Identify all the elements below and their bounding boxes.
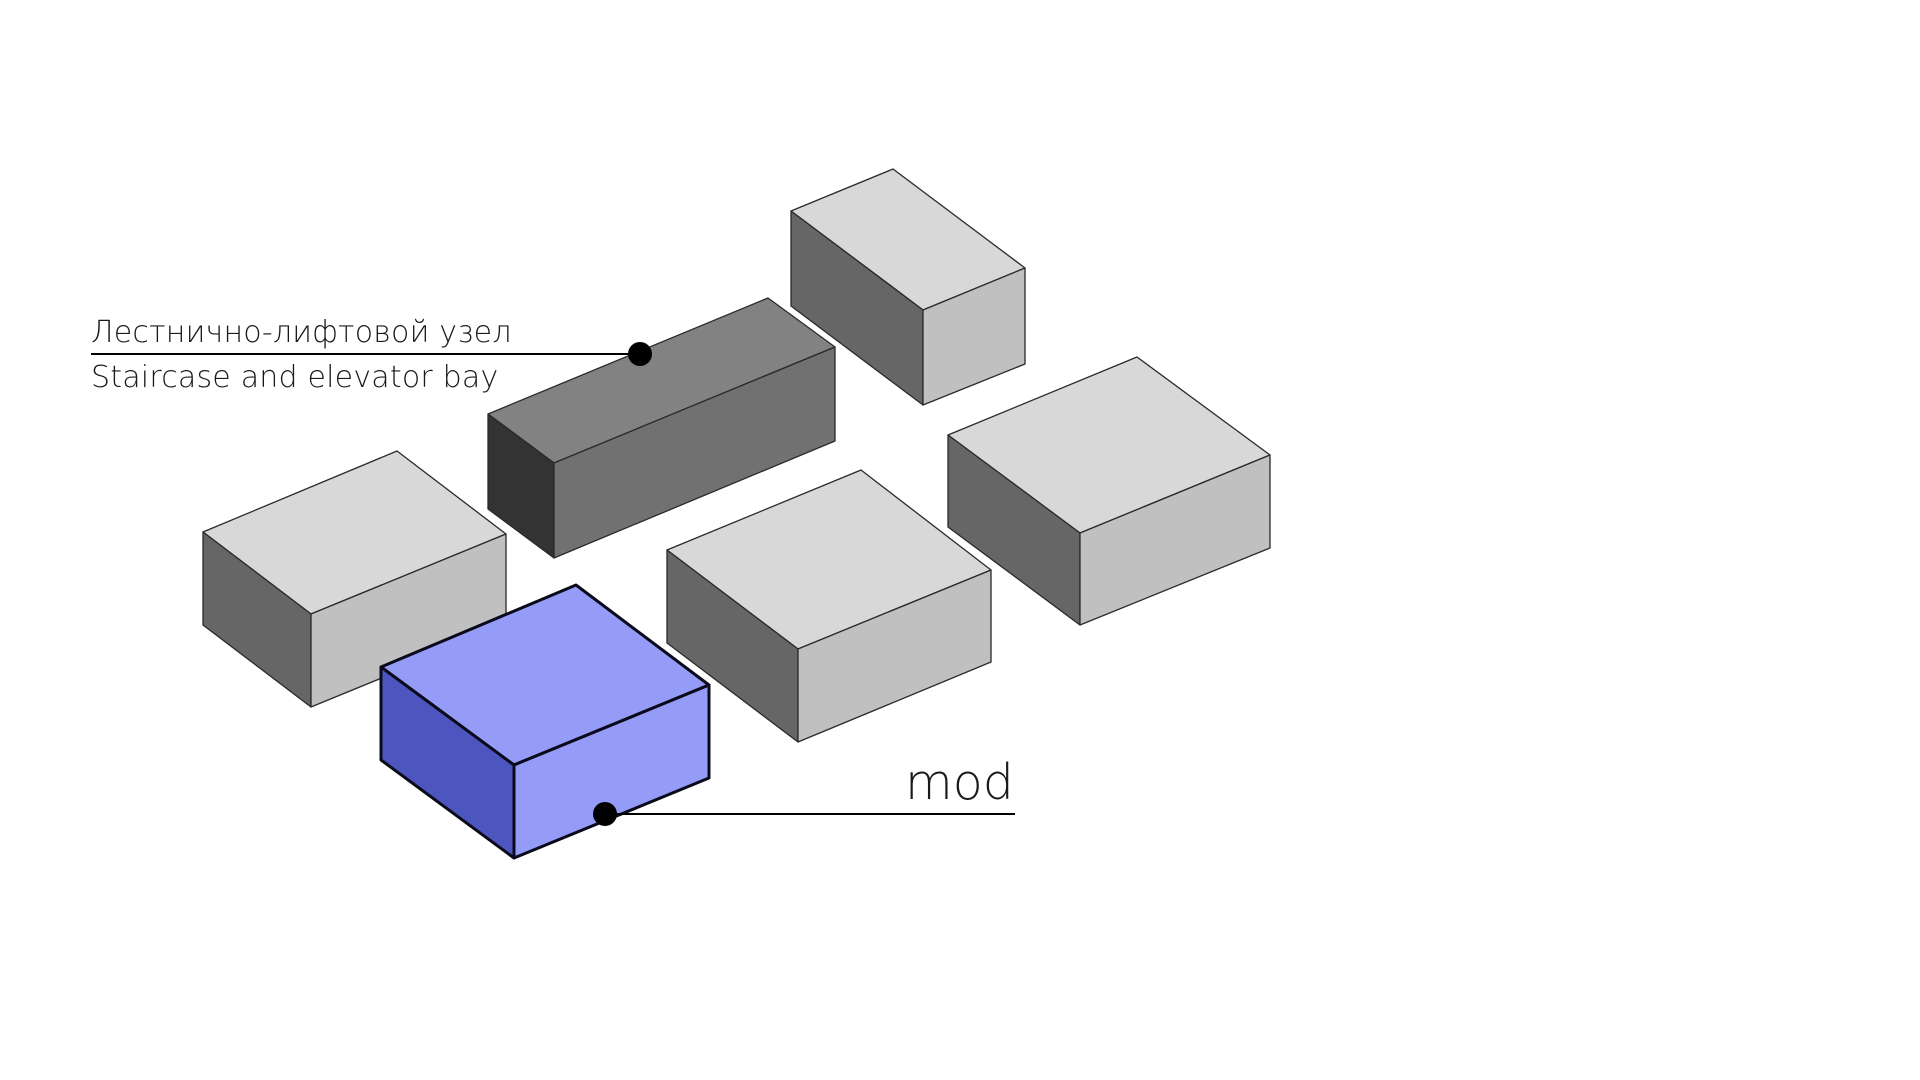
core-front xyxy=(553,346,836,559)
core-label-en: Staircase and elevator bay xyxy=(91,360,499,395)
module-leader-dot xyxy=(593,802,617,826)
core-leader-dot xyxy=(628,342,652,366)
block-center xyxy=(666,469,992,743)
staircase-elevator-core xyxy=(487,297,836,559)
module-block xyxy=(379,583,711,860)
block-back-right-front xyxy=(922,267,1026,406)
core-label-ru: Лестнично-лифтовой узел xyxy=(91,315,512,350)
block-right-middle-front xyxy=(1079,454,1271,626)
module-front xyxy=(512,683,711,860)
block-right-middle xyxy=(947,356,1271,626)
module-leader xyxy=(593,802,1015,826)
module-label: mod xyxy=(905,754,1014,811)
block-left xyxy=(202,450,507,708)
block-back-right xyxy=(790,168,1026,406)
core-leader xyxy=(91,342,652,366)
block-center-front xyxy=(797,569,992,743)
